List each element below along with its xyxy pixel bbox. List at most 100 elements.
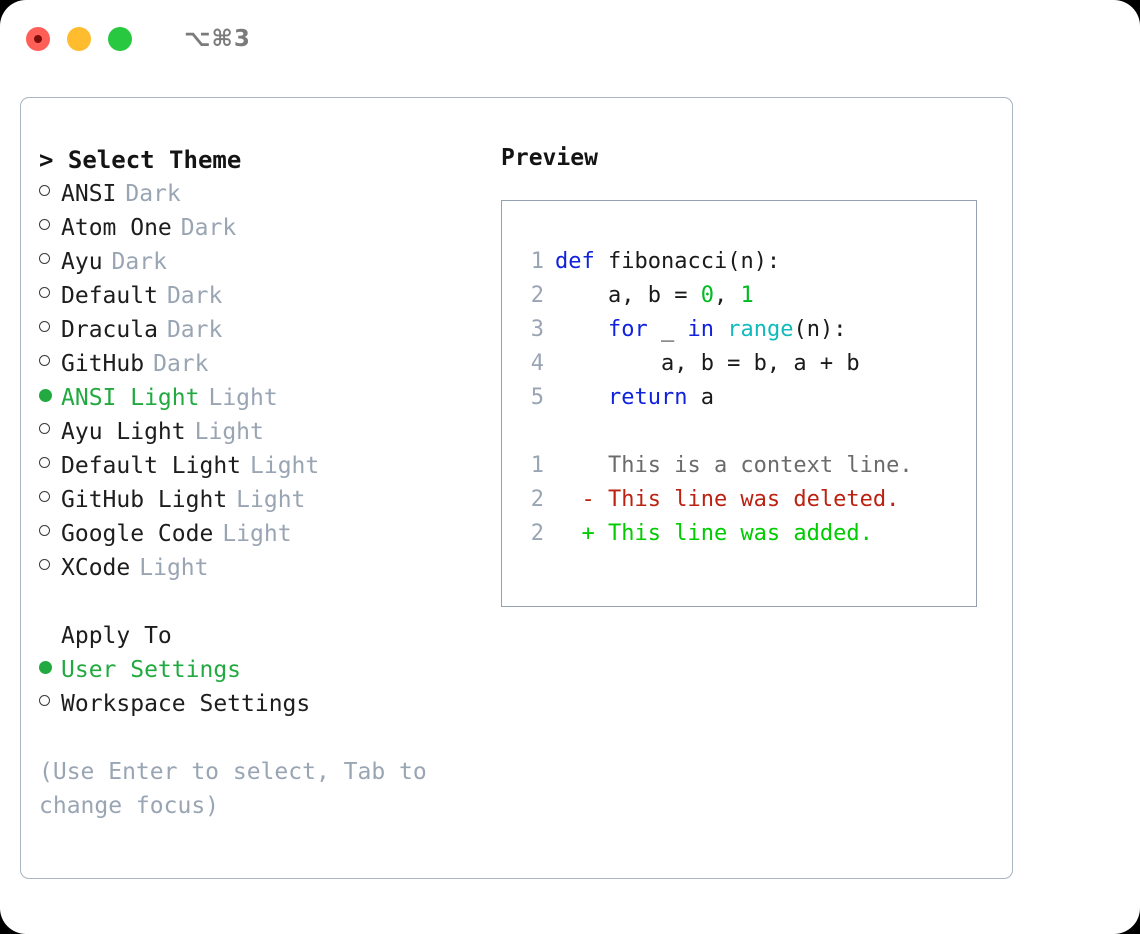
keyboard-hint: (Use Enter to select, Tab to change focu…: [39, 759, 427, 819]
code-line-number: 2: [530, 283, 544, 308]
theme-option-1[interactable]: Atom One Dark: [39, 211, 489, 245]
radio-dot: [39, 219, 50, 230]
code-line-number: 4: [530, 351, 544, 376]
theme-option-3[interactable]: Default Dark: [39, 279, 489, 313]
radio-dot: [39, 525, 50, 536]
theme-variant-badge: Dark: [111, 249, 167, 275]
code-line: 4 a, b = b, a + b: [516, 347, 976, 381]
theme-option-label: ANSI Light: [61, 385, 200, 411]
code-line-text: a, b = 0, 1: [555, 279, 754, 313]
radio-dot: [39, 661, 52, 674]
theme-option-2[interactable]: Ayu Dark: [39, 245, 489, 279]
theme-option-label: Ayu: [61, 249, 103, 275]
theme-option-0[interactable]: ANSI Dark: [39, 177, 489, 211]
diff-line: 1 This is a context line.: [516, 449, 976, 483]
code-token: a, b = b, a + b: [555, 351, 860, 376]
theme-variant-badge: Dark: [166, 317, 223, 343]
theme-option-label: Default Light: [61, 453, 242, 479]
code-line-number: 3: [530, 317, 544, 342]
code-line: 3 for _ in range(n):: [516, 313, 976, 347]
code-token: [714, 317, 727, 342]
theme-variant-badge: Light: [236, 487, 306, 513]
diff-line: 2 + This line was added.: [516, 517, 976, 551]
theme-variant-badge: Dark: [125, 181, 181, 207]
theme-variant-badge: Light: [139, 555, 209, 581]
theme-variant-badge: Light: [194, 419, 264, 445]
radio-dot: [39, 559, 50, 570]
radio-dot: [39, 457, 50, 468]
code-line-text: return a: [555, 381, 714, 415]
theme-variant-badge: Dark: [166, 283, 223, 309]
preview-title: Preview: [501, 145, 598, 171]
diff-line-number: 2: [530, 521, 544, 546]
keyboard-shortcut-label: ⌥⌘3: [184, 26, 251, 52]
theme-option-7[interactable]: Ayu Light Light: [39, 415, 489, 449]
code-token: 1: [740, 283, 754, 308]
theme-variant-badge: Dark: [153, 351, 209, 377]
theme-option-label: Google Code: [61, 521, 214, 547]
code-line-number: 5: [530, 385, 544, 410]
radio-dot: [39, 355, 50, 366]
code-token: [555, 385, 608, 410]
code-token: [555, 317, 608, 342]
code-token: _: [647, 317, 688, 342]
diff-line-number: 1: [530, 453, 544, 478]
title-bar: ⌥⌘3: [0, 0, 1140, 78]
theme-option-label: GitHub: [61, 351, 145, 377]
list-spacer: [39, 585, 489, 619]
apply-to-option-label: Workspace Settings: [61, 691, 311, 717]
theme-option-label: XCode: [61, 555, 131, 581]
code-line-number: 1: [530, 249, 544, 274]
apply-to-option-label: User Settings: [61, 657, 242, 683]
diff-line: 2 - This line was deleted.: [516, 483, 976, 517]
theme-option-8[interactable]: Default Light Light: [39, 449, 489, 483]
minimize-button-icon[interactable]: [67, 27, 91, 51]
theme-option-label: Atom One: [61, 215, 172, 241]
radio-dot: [39, 695, 50, 706]
theme-option-label: Ayu Light: [61, 419, 186, 445]
theme-option-10[interactable]: Google Code Light: [39, 517, 489, 551]
radio-dot: [39, 253, 50, 264]
apply-to-option-0[interactable]: User Settings: [39, 653, 489, 687]
code-token: 0: [700, 283, 714, 308]
theme-option-11[interactable]: XCode Light: [39, 551, 489, 585]
radio-dot: [39, 491, 50, 502]
code-line: 2 a, b = 0, 1: [516, 279, 976, 313]
theme-variant-badge: Light: [222, 521, 292, 547]
apply-to-option-1[interactable]: Workspace Settings: [39, 687, 489, 721]
theme-option-5[interactable]: GitHub Dark: [39, 347, 489, 381]
theme-option-label: Default: [61, 283, 158, 309]
code-token: a: [687, 385, 714, 410]
radio-dot: [39, 321, 50, 332]
theme-option-9[interactable]: GitHub Light Light: [39, 483, 489, 517]
page-title: > Select Theme: [39, 146, 242, 174]
diff-sample: 1 This is a context line.2 - This line w…: [516, 449, 976, 551]
traffic-lights: [26, 27, 132, 51]
radio-dot: [39, 389, 52, 402]
code-line: 5 return a: [516, 381, 976, 415]
theme-option-label: ANSI: [61, 181, 117, 207]
code-line-text: for _ in range(n):: [555, 313, 846, 347]
code-line-text: def fibonacci(n):: [555, 245, 780, 279]
theme-variant-badge: Light: [250, 453, 320, 479]
apply-to-heading: Apply To: [61, 623, 172, 649]
diff-line-number: 2: [530, 487, 544, 512]
theme-variant-badge: Dark: [180, 215, 237, 241]
diff-line-text: This is a context line.: [555, 453, 913, 478]
code-token: a, b =: [555, 283, 701, 308]
theme-option-label: GitHub Light: [61, 487, 228, 513]
radio-dot: [39, 185, 50, 196]
maximize-button-icon[interactable]: [108, 27, 132, 51]
close-button-icon[interactable]: [26, 27, 50, 51]
code-token: in: [687, 317, 714, 342]
